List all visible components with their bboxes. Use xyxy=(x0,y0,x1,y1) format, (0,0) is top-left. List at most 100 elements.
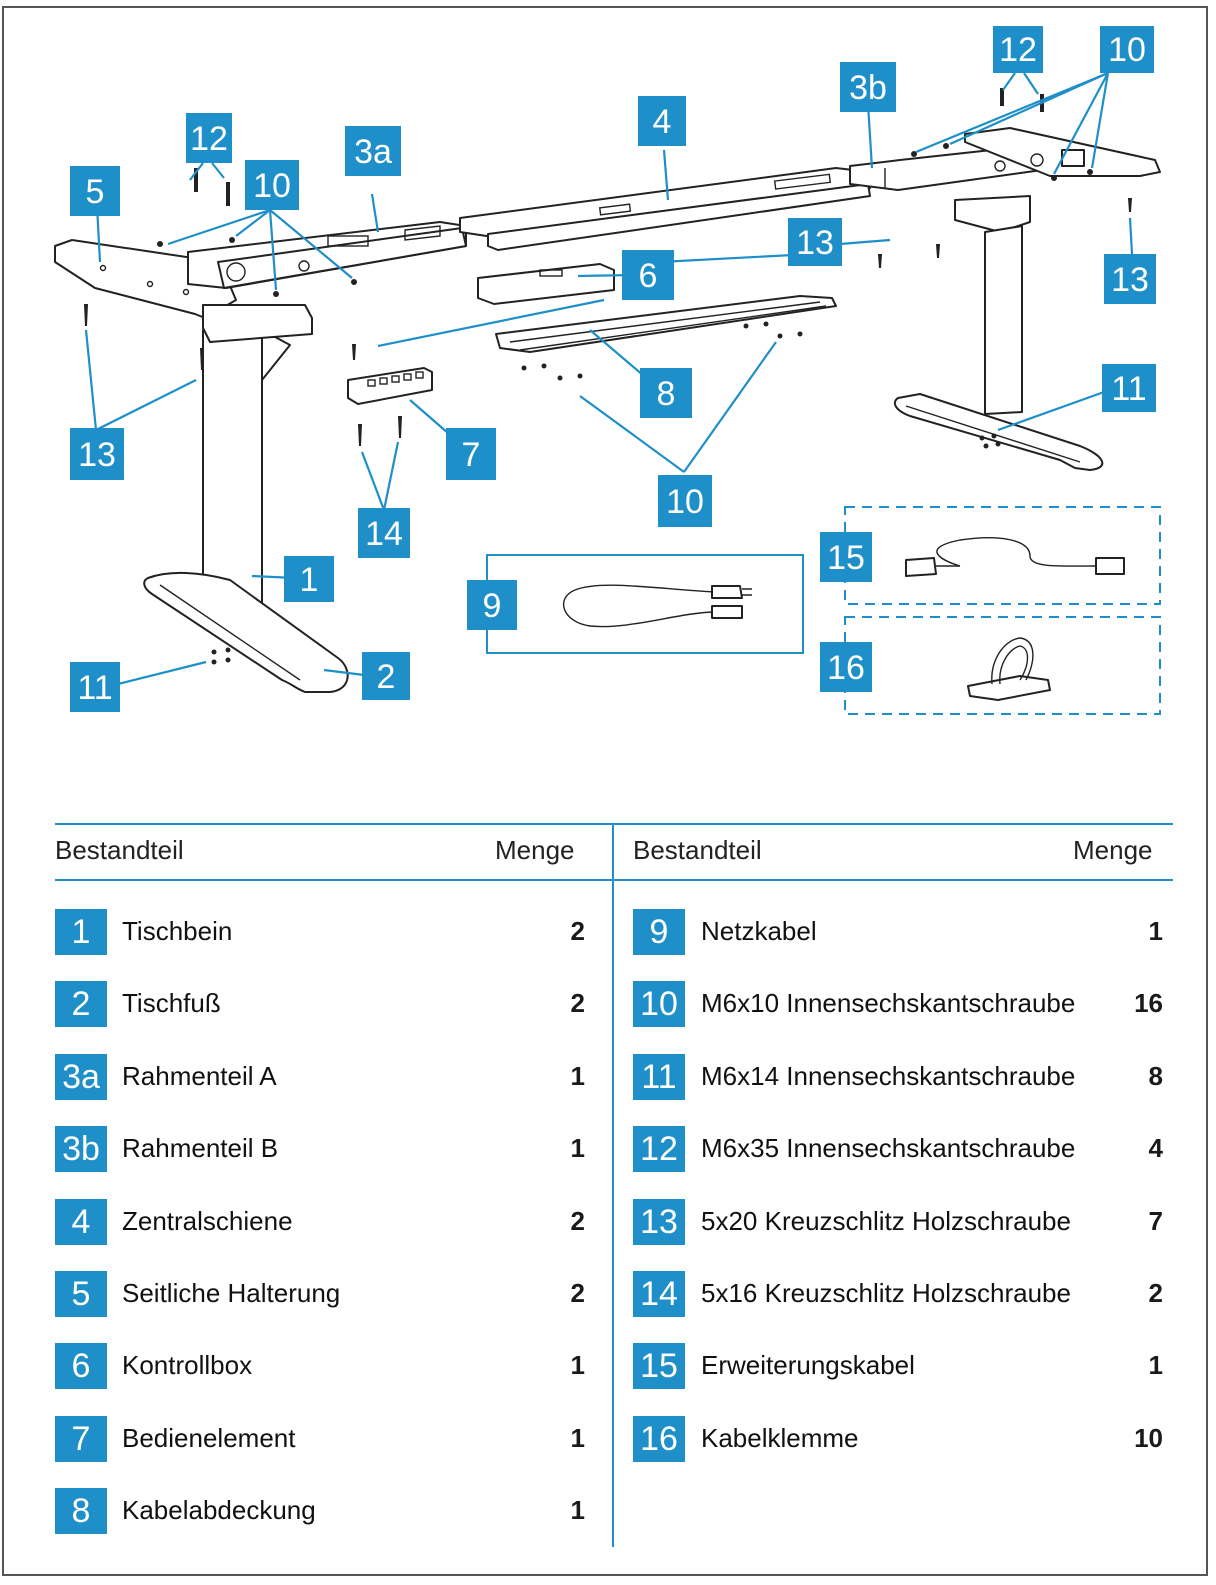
callout-10-right: 10 xyxy=(1100,26,1154,73)
part-quantity: 2 xyxy=(1148,1278,1163,1308)
callout-3a: 3a xyxy=(345,126,401,176)
part-number-badge: 4 xyxy=(55,1199,107,1245)
part-quantity: 10 xyxy=(1134,1423,1163,1453)
svg-text:7: 7 xyxy=(462,436,481,474)
table-row: 8 Kabelabdeckung 1 xyxy=(55,1488,585,1534)
callout-6: 6 xyxy=(622,250,674,300)
part-number-badge: 6 xyxy=(55,1343,107,1389)
table-row: 14 5x16 Kreuzschlitz Holzschraube 2 xyxy=(633,1271,1163,1317)
part-quantity: 1 xyxy=(570,1061,585,1091)
frame-3b-drawing xyxy=(849,127,1161,191)
table-row: 16 Kabelklemme 10 xyxy=(633,1416,1163,1462)
callout-3b: 3b xyxy=(840,62,896,112)
svg-text:12: 12 xyxy=(999,31,1037,69)
part-name: 5x20 Kreuzschlitz Holzschraube xyxy=(701,1206,1071,1236)
page-frame xyxy=(2,6,1208,1576)
table-row: 9 Netzkabel 1 xyxy=(633,909,1163,955)
table-row: 6 Kontrollbox 1 xyxy=(55,1343,585,1389)
table-row: 10 M6x10 Innensechskantschraube 16 xyxy=(633,981,1163,1027)
screws-drawing xyxy=(84,88,1132,665)
right-header-qty: Menge xyxy=(1073,835,1153,865)
part-name: 5x16 Kreuzschlitz Holzschraube xyxy=(701,1278,1071,1308)
svg-text:14: 14 xyxy=(365,515,403,553)
callout-11-left: 11 xyxy=(70,662,120,712)
control-box-drawing xyxy=(477,263,615,305)
svg-text:10: 10 xyxy=(666,483,704,521)
part-quantity: 4 xyxy=(1148,1133,1163,1163)
part-name: Seitliche Halterung xyxy=(122,1278,341,1308)
table-row: 3a Rahmenteil A 1 xyxy=(55,1054,585,1100)
svg-text:16: 16 xyxy=(827,649,865,687)
left-header-part: Bestandteil xyxy=(55,835,184,865)
part-quantity: 7 xyxy=(1148,1206,1163,1236)
part-quantity: 1 xyxy=(570,1350,585,1380)
part-name: Rahmenteil B xyxy=(122,1133,279,1163)
callout-13-right: 13 xyxy=(1104,254,1156,304)
callout-5: 5 xyxy=(70,166,120,216)
part-name: Tischfuß xyxy=(122,988,221,1018)
table-column-divider xyxy=(612,823,614,1547)
part-name: Kabelabdeckung xyxy=(122,1495,316,1525)
part-quantity: 1 xyxy=(570,1133,585,1163)
table-row: 7 Bedienelement 1 xyxy=(55,1416,585,1462)
part-name: M6x10 Innensechskantschraube xyxy=(701,988,1076,1018)
part-quantity: 1 xyxy=(1148,916,1163,946)
svg-text:10: 10 xyxy=(253,167,291,205)
part-name: Netzkabel xyxy=(701,916,817,946)
part-name: Rahmenteil A xyxy=(122,1061,277,1091)
svg-text:11: 11 xyxy=(77,669,112,707)
part-number-badge: 15 xyxy=(633,1343,685,1389)
right-header-part: Bestandteil xyxy=(633,835,762,865)
svg-text:3b: 3b xyxy=(849,69,887,107)
part-name: Tischbein xyxy=(122,916,233,946)
callout-2: 2 xyxy=(362,652,410,700)
part-quantity: 1 xyxy=(570,1495,585,1525)
part-number-badge: 10 xyxy=(633,981,685,1027)
callout-10-left: 10 xyxy=(245,160,299,210)
part-quantity: 1 xyxy=(1148,1350,1163,1380)
callout-14: 14 xyxy=(358,508,410,558)
svg-text:1: 1 xyxy=(300,561,319,599)
part-name: Bedienelement xyxy=(122,1423,296,1453)
callout-12-left: 12 xyxy=(186,113,232,163)
leader-lines xyxy=(84,71,1134,686)
part-number-badge: 2 xyxy=(55,981,107,1027)
table-row: 2 Tischfuß 2 xyxy=(55,981,585,1027)
left-header-qty: Menge xyxy=(495,835,575,865)
part-quantity: 8 xyxy=(1148,1061,1163,1091)
svg-text:6: 6 xyxy=(639,257,658,295)
part-number-badge: 11 xyxy=(633,1054,685,1100)
part-number-badge: 5 xyxy=(55,1271,107,1317)
table-row: 15 Erweiterungskabel 1 xyxy=(633,1343,1163,1389)
part-quantity: 2 xyxy=(570,1278,585,1308)
part-number-badge: 13 xyxy=(633,1199,685,1245)
part-quantity: 2 xyxy=(570,916,585,946)
table-header-rule xyxy=(55,879,1173,881)
part-number-badge: 3b xyxy=(55,1126,107,1172)
part-quantity: 2 xyxy=(570,1206,585,1236)
callout-11-right: 11 xyxy=(1102,364,1156,412)
table-row: 12 M6x35 Innensechskantschraube 4 xyxy=(633,1126,1163,1172)
callout-7: 7 xyxy=(446,428,496,480)
svg-text:12: 12 xyxy=(190,120,228,158)
svg-text:3a: 3a xyxy=(354,133,392,171)
part-name: Erweiterungskabel xyxy=(701,1350,915,1380)
svg-text:11: 11 xyxy=(1111,370,1146,408)
callout-8: 8 xyxy=(640,368,692,418)
part-number-badge: 8 xyxy=(55,1488,107,1534)
part-number-badge: 9 xyxy=(633,909,685,955)
svg-text:8: 8 xyxy=(657,375,676,413)
extension-cable-panel: 15 xyxy=(820,506,1161,605)
central-rail-drawing xyxy=(459,167,871,251)
part-name: M6x35 Innensechskantschraube xyxy=(701,1133,1076,1163)
part-number-badge: 14 xyxy=(633,1271,685,1317)
power-cable-panel: 9 xyxy=(467,554,804,654)
table-row: 1 Tischbein 2 xyxy=(55,909,585,955)
svg-text:2: 2 xyxy=(377,658,396,696)
part-quantity: 16 xyxy=(1134,988,1163,1018)
svg-text:13: 13 xyxy=(1111,261,1149,299)
table-row: 4 Zentralschiene 2 xyxy=(55,1199,585,1245)
parts-list-table: Bestandteil Menge Bestandteil Menge 1 Ti… xyxy=(55,823,1173,1553)
callout-12-right: 12 xyxy=(993,26,1043,73)
table-row: 3b Rahmenteil B 1 xyxy=(55,1126,585,1172)
